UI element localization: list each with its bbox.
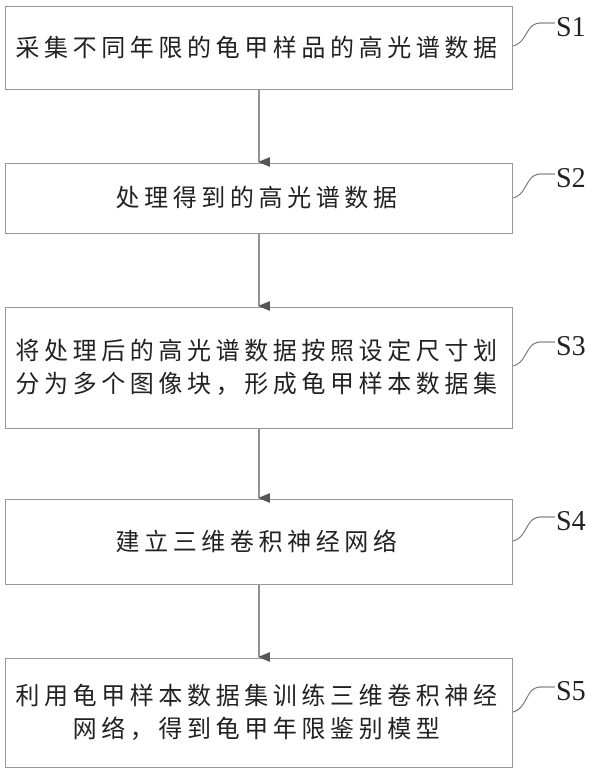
step-text: 处理得到的高光谱数据 — [115, 184, 402, 212]
step-text: 利用龟甲样本数据集训练三维卷积神经网络，得到龟甲年限鉴别模型 — [15, 682, 502, 743]
step-s1: 采集不同年限的龟甲样品的高光谱数据 — [5, 6, 512, 90]
step-label-s5: S5 — [556, 676, 586, 707]
step-label-s3: S3 — [556, 331, 586, 362]
step-text: 建立三维卷积神经网络 — [115, 527, 402, 556]
leader-s1 — [512, 22, 555, 47]
step-s5: 利用龟甲样本数据集训练三维卷积神经网络，得到龟甲年限鉴别模型 — [5, 658, 512, 768]
step-s4: 建立三维卷积神经网络 — [5, 499, 512, 585]
leader-s2 — [512, 173, 555, 199]
leader-s4 — [512, 516, 555, 542]
step-box-s1 — [5, 6, 513, 90]
step-label-s2: S2 — [556, 163, 586, 194]
step-s3: 将处理后的高光谱数据按照设定尺寸划分为多个图像块，形成龟甲样本数据集 — [5, 307, 512, 429]
step-text: 将处理后的高光谱数据按照设定尺寸划分为多个图像块，形成龟甲样本数据集 — [15, 337, 502, 398]
leader-s5 — [512, 686, 555, 713]
step-text: 采集不同年限的龟甲样品的高光谱数据 — [15, 33, 502, 62]
step-label-s4: S4 — [556, 506, 586, 537]
step-label-s1: S1 — [556, 12, 586, 43]
step-s2: 处理得到的高光谱数据 — [5, 163, 512, 234]
leader-s3 — [512, 341, 555, 367]
